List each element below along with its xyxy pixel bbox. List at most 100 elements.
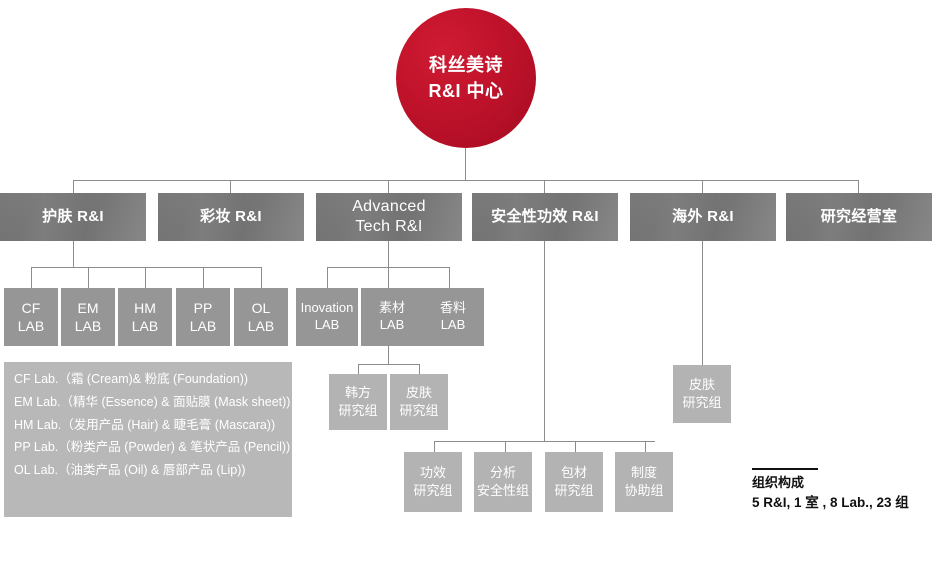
legend-row-em: EM Lab.（精华 (Essence) & 面贴膜 (Mask sheet)) [14, 394, 291, 409]
team-label-hanfang-line1: 韩方 [344, 385, 371, 401]
lab-label-material-line2: LAB [379, 317, 405, 332]
lab-label-pp-line2: LAB [189, 318, 217, 334]
lab-label-inovation-line2: LAB [314, 317, 340, 332]
connector-bus-drop-3 [388, 180, 389, 193]
connector-skincare-stem [73, 241, 74, 267]
connector-skincare-drop-3 [145, 267, 146, 288]
division-label-safety-efficacy: 安全性功效 R&I [491, 208, 599, 225]
team-label-analysis-safety-line2: 安全性组 [476, 483, 529, 498]
lab-label-inovation-line1: Inovation [300, 300, 354, 316]
lab-box-pp[interactable]: PP LAB [176, 288, 230, 346]
connector-advanced-stem [388, 241, 389, 267]
team-label-system-support-line2: 协助组 [624, 483, 664, 498]
lab-label-material-line1: 素材 [378, 300, 405, 316]
team-box-analysis-safety[interactable]: 分析 安全性组 [474, 452, 532, 512]
connector-skincare-drop-5 [261, 267, 262, 288]
team-label-system-support-line1: 制度 [630, 465, 657, 481]
lab-box-hm[interactable]: HM LAB [118, 288, 172, 346]
lab-label-pp-line1: PP [193, 299, 213, 316]
connector-material-stem [388, 346, 389, 364]
connector-advanced-drop-2 [388, 267, 389, 288]
lab-box-cf[interactable]: CF LAB [4, 288, 58, 346]
team-label-skin-advanced-line2: 研究组 [399, 403, 439, 418]
legend-row-cf: CF Lab.（霜 (Cream)& 粉底 (Foundation)) [14, 372, 249, 386]
division-box-safety-efficacy[interactable]: 安全性功效 R&I [472, 193, 618, 241]
team-box-hanfang[interactable]: 韩方 研究组 [329, 374, 387, 430]
connector-safety-drop-3 [575, 441, 576, 452]
team-box-skin-advanced[interactable]: 皮肤 研究组 [390, 374, 448, 430]
lab-box-ol[interactable]: OL LAB [234, 288, 288, 346]
lab-label-ol-line2: LAB [247, 318, 275, 334]
lab-label-cf-line2: LAB [17, 318, 45, 334]
lab-label-em-line2: LAB [74, 318, 102, 334]
legend-row-hm: HM Lab.（发用产品 (Hair) & 睫毛膏 (Mascara)) [14, 417, 276, 432]
lab-box-em[interactable]: EM LAB [61, 288, 115, 346]
division-box-overseas[interactable]: 海外 R&I [630, 193, 776, 241]
connector-overseas-stem [702, 241, 703, 365]
team-label-efficacy-line2: 研究组 [413, 483, 453, 498]
team-box-efficacy[interactable]: 功效 研究组 [404, 452, 462, 512]
lab-box-material[interactable]: 素材 LAB [361, 288, 423, 346]
division-label-research-management: 研究经营室 [820, 208, 898, 225]
connector-material-drop-2 [419, 364, 420, 374]
connector-bus-drop-6 [858, 180, 859, 193]
connector-material-bus [358, 364, 419, 365]
division-box-advanced-tech[interactable]: Advanced Tech R&I [316, 193, 462, 241]
connector-skincare-drop-2 [88, 267, 89, 288]
team-label-skin-overseas-line1: 皮肤 [688, 377, 715, 393]
lab-label-hm-line1: HM [134, 299, 156, 316]
summary-divider [752, 468, 818, 470]
division-label-makeup: 彩妆 R&I [200, 208, 262, 225]
team-box-packaging[interactable]: 包材 研究组 [545, 452, 603, 512]
team-label-skin-advanced-line1: 皮肤 [405, 385, 432, 401]
lab-label-fragrance-line1: 香料 [439, 300, 466, 316]
connector-advanced-drop-1 [327, 267, 328, 288]
lab-label-ol-line1: OL [251, 299, 271, 316]
lab-label-em-line1: EM [77, 299, 99, 316]
lab-box-inovation[interactable]: Inovation LAB [296, 288, 358, 346]
connector-skincare-drop-1 [31, 267, 32, 288]
connector-skincare-drop-4 [203, 267, 204, 288]
root-node-line2: R&I 中心 [428, 81, 504, 101]
team-label-packaging-line1: 包材 [560, 465, 587, 481]
division-label-skincare: 护肤 R&I [42, 208, 104, 225]
summary-title: 组织构成 [752, 475, 805, 490]
team-label-analysis-safety-line1: 分析 [489, 465, 516, 481]
team-label-skin-overseas-line2: 研究组 [682, 395, 722, 410]
root-node-rni-center[interactable]: 科丝美诗 R&I 中心 [396, 8, 536, 148]
connector-main-bus [73, 180, 859, 181]
division-label-advanced-tech-line2: Tech R&I [355, 218, 423, 235]
connector-bus-drop-2 [230, 180, 231, 193]
division-label-advanced-tech-line1: Advanced [352, 198, 426, 215]
lab-label-fragrance-line2: LAB [440, 317, 466, 332]
connector-safety-stem [544, 241, 545, 441]
division-box-makeup[interactable]: 彩妆 R&I [158, 193, 304, 241]
team-box-skin-overseas[interactable]: 皮肤 研究组 [673, 365, 731, 423]
division-box-research-management[interactable]: 研究经营室 [786, 193, 932, 241]
lab-label-hm-line2: LAB [131, 318, 159, 334]
lab-label-cf-line1: CF [21, 299, 41, 316]
lab-box-fragrance[interactable]: 香料 LAB [422, 288, 484, 346]
connector-safety-drop-1 [434, 441, 435, 452]
connector-root-stem [465, 148, 466, 180]
team-label-hanfang-line2: 研究组 [338, 403, 378, 418]
connector-bus-drop-4 [544, 180, 545, 193]
team-label-efficacy-line1: 功效 [419, 465, 446, 481]
division-label-overseas: 海外 R&I [672, 208, 734, 225]
connector-safety-drop-4 [645, 441, 646, 452]
organization-summary: 组织构成 5 R&I, 1 室 , 8 Lab., 23 组 [752, 468, 924, 512]
division-box-skincare[interactable]: 护肤 R&I [0, 193, 146, 241]
legend-row-ol: OL Lab.（油类产品 (Oil) & 唇部产品 (Lip)) [14, 463, 246, 477]
connector-safety-drop-2 [505, 441, 506, 452]
connector-advanced-drop-3 [449, 267, 450, 288]
team-box-system-support[interactable]: 制度 协助组 [615, 452, 673, 512]
connector-safety-bus [434, 441, 655, 442]
team-label-packaging-line2: 研究组 [554, 483, 594, 498]
connector-material-drop-1 [358, 364, 359, 374]
lab-legend-panel: CF Lab.（霜 (Cream)& 粉底 (Foundation)) EM L… [4, 362, 292, 517]
summary-detail: 5 R&I, 1 室 , 8 Lab., 23 组 [752, 494, 909, 510]
connector-skincare-bus [31, 267, 262, 268]
root-node-line1: 科丝美诗 [429, 54, 503, 75]
connector-bus-drop-5 [702, 180, 703, 193]
